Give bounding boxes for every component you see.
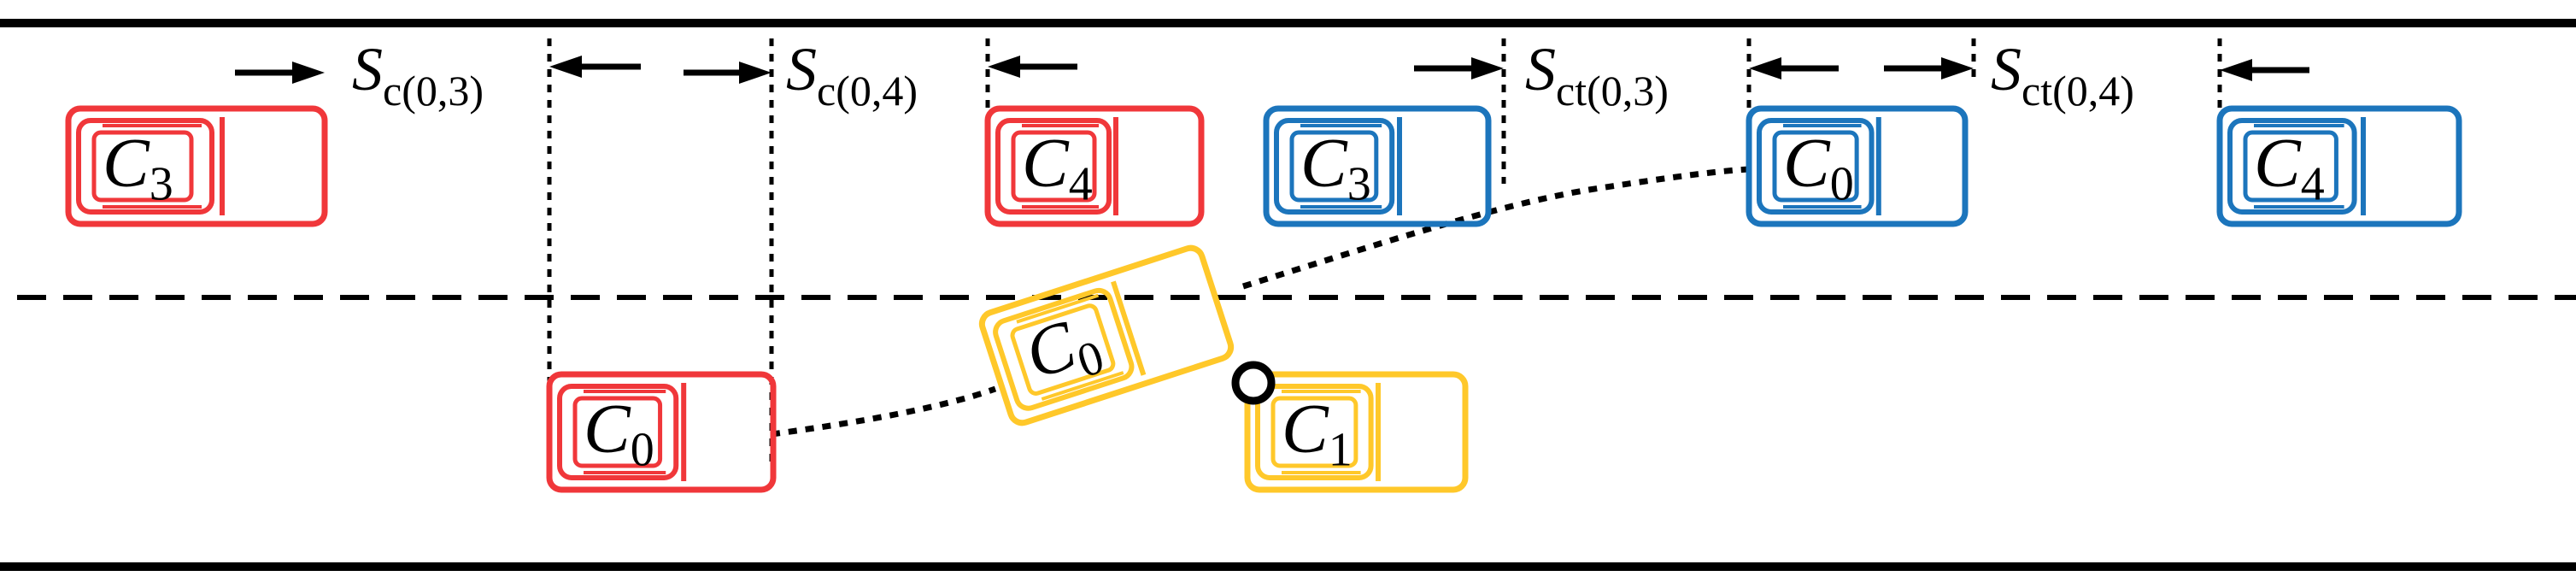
vehicle-label: C1 bbox=[1282, 389, 1353, 476]
vehicle-label: C0 bbox=[584, 389, 654, 476]
arrow-icon bbox=[549, 56, 641, 78]
gap-labels: Sc(0,3) Sc(0,4) Sct(0,3) Sct(0,4) bbox=[352, 35, 2134, 115]
vehicle-c1: C1 bbox=[1244, 371, 1469, 493]
gap-arrows bbox=[235, 56, 2309, 84]
arrow-icon bbox=[1884, 57, 1974, 79]
vehicle-label: C3 bbox=[1300, 123, 1371, 210]
gap-label-sct03: Sct(0,3) bbox=[1525, 35, 1669, 115]
gap-label-sc04: Sc(0,4) bbox=[786, 35, 918, 115]
vehicle-c4-current: C4 bbox=[984, 105, 1205, 227]
vehicle-label: C0 bbox=[1783, 123, 1854, 210]
vehicle-c0-target: C0 bbox=[1746, 105, 1969, 227]
vehicle-label: C4 bbox=[1022, 123, 1093, 210]
vehicle-c0-current: C0 bbox=[546, 371, 777, 493]
vehicle-c3-current: C3 bbox=[65, 105, 328, 227]
arrow-icon bbox=[684, 62, 772, 84]
vehicle-label: C3 bbox=[103, 123, 173, 210]
arrow-icon bbox=[1749, 57, 1839, 79]
road bbox=[0, 19, 2576, 571]
arrow-icon bbox=[1414, 57, 1504, 79]
contact-point-marker bbox=[1231, 361, 1276, 405]
vehicle-c0-changing: C0 bbox=[978, 244, 1235, 426]
vehicle-c3-target: C3 bbox=[1263, 105, 1492, 227]
arrow-icon bbox=[2220, 59, 2309, 81]
arrow-icon bbox=[235, 62, 325, 84]
vehicle-label: C4 bbox=[2254, 123, 2325, 210]
vehicle-c4-target: C4 bbox=[2216, 105, 2462, 227]
lane-change-trajectory bbox=[771, 166, 1750, 438]
gap-label-sc03: Sc(0,3) bbox=[352, 35, 484, 115]
arrow-icon bbox=[988, 56, 1077, 78]
gap-label-sct04: Sct(0,4) bbox=[1991, 35, 2134, 115]
